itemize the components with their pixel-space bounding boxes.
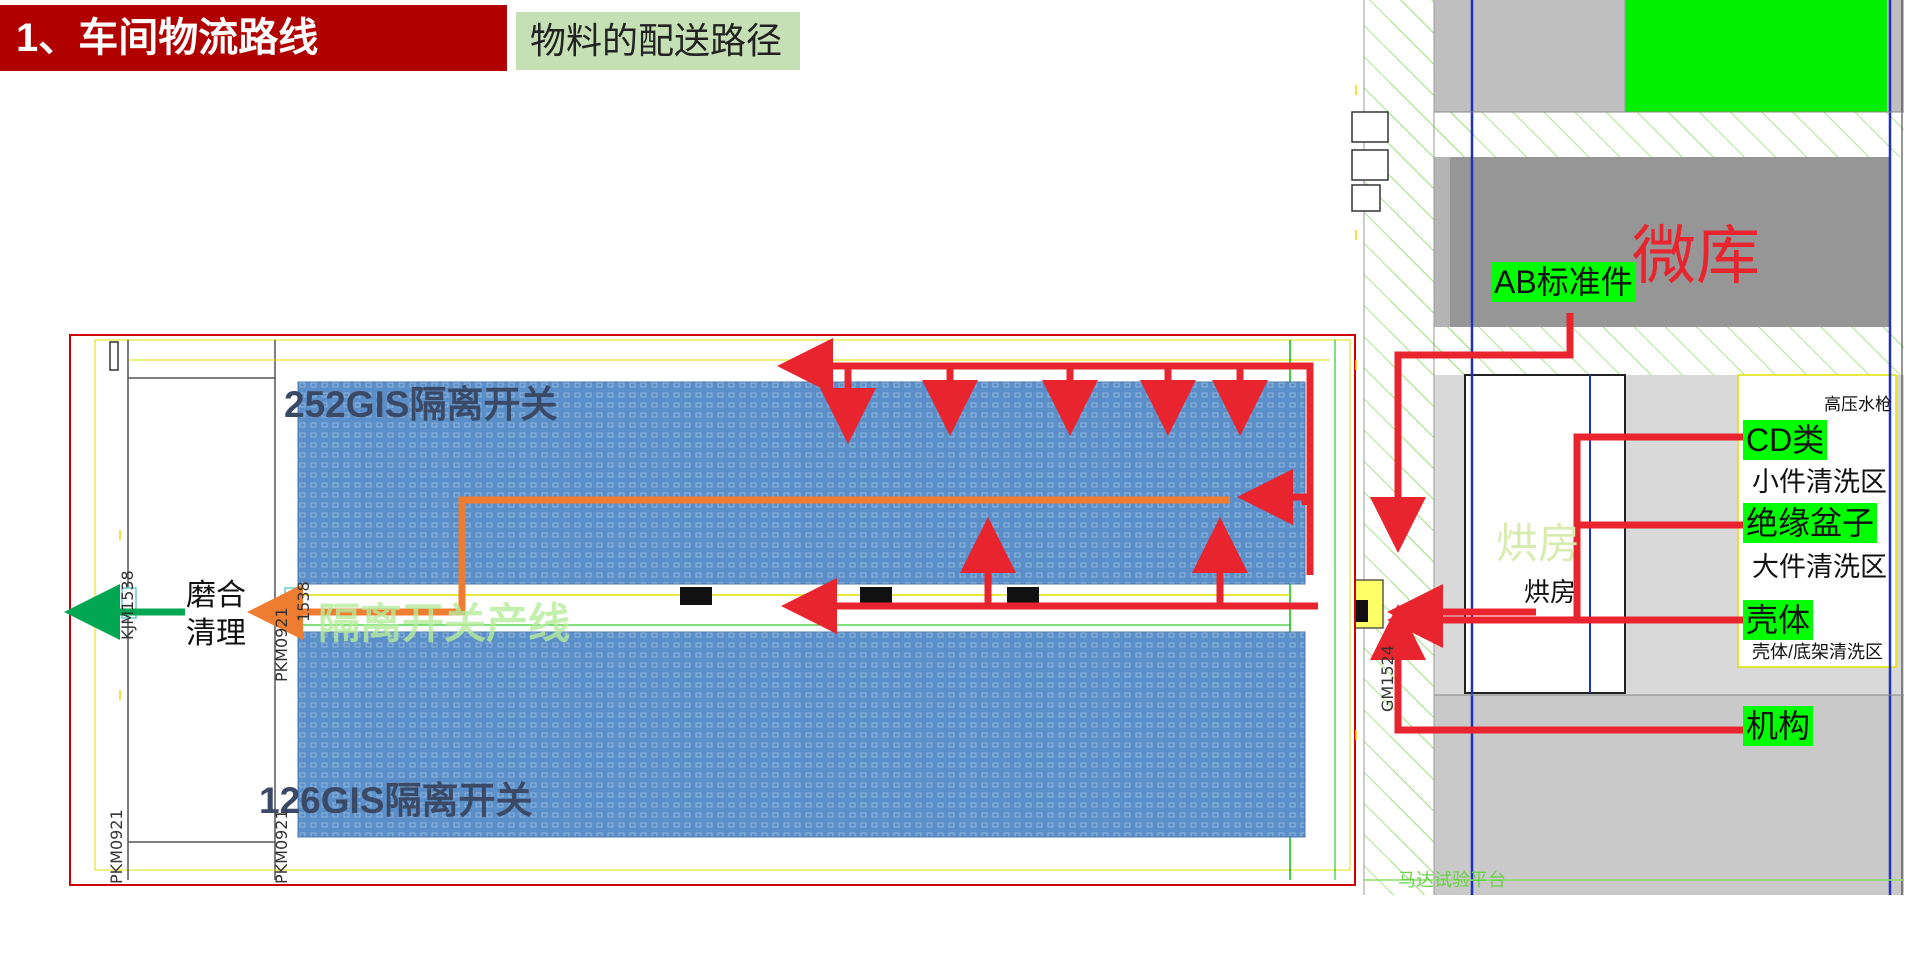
- right-building: [1344, 0, 1916, 895]
- label-252gis: 252GIS隔离开关: [284, 384, 558, 425]
- tag-insulator: 绝缘盆子: [1743, 503, 1878, 543]
- oven-room: [1464, 374, 1626, 694]
- code-pkm-mid-bottom: PKM0921: [272, 809, 291, 884]
- green-block: [1625, 0, 1887, 112]
- page-title: 1、车间物流路线: [0, 5, 507, 71]
- label-line-faded: 隔离开关产线: [318, 600, 571, 647]
- code-pkm-left-bottom: PKM0921: [107, 809, 126, 884]
- orange-route: [247, 496, 1230, 640]
- label-small-parts-clean: 小件清洗区: [1752, 467, 1887, 497]
- label-grinding-1: 磨合: [186, 579, 246, 612]
- code-pkm-mid-top-num: 1538: [294, 581, 313, 622]
- label-oven: 烘房: [1524, 577, 1577, 607]
- label-grinding-2: 清理: [186, 617, 246, 650]
- code-kjm-left: KJM1538: [118, 570, 137, 640]
- label-126gis: 126GIS隔离开关: [259, 780, 533, 821]
- dimension-ticks: [119, 85, 1357, 740]
- tag-cd: CD类: [1743, 420, 1828, 460]
- page-subtitle: 物料的配送路径: [516, 12, 800, 70]
- label-shell-clean: 壳体/底架清洗区: [1752, 642, 1884, 662]
- label-large-parts-clean: 大件清洗区: [1752, 552, 1887, 582]
- label-platform: 马达试验平台: [1398, 870, 1506, 890]
- red-routes: [777, 313, 1746, 734]
- label-oven-faded: 烘房: [1496, 520, 1581, 567]
- label-stacker: 高压水枪: [1824, 395, 1892, 414]
- code-pkm-mid-top: PKM0921: [272, 607, 291, 682]
- tag-ab-standard: AB标准件: [1491, 262, 1636, 302]
- tag-shell: 壳体: [1743, 600, 1814, 640]
- workstation-126gis: [297, 631, 1306, 838]
- code-gm: GM1524: [1378, 645, 1397, 712]
- tag-mechanism: 机构: [1743, 706, 1814, 746]
- workstation-252gis: [297, 381, 1306, 585]
- label-micro-store: 微库: [1632, 220, 1760, 292]
